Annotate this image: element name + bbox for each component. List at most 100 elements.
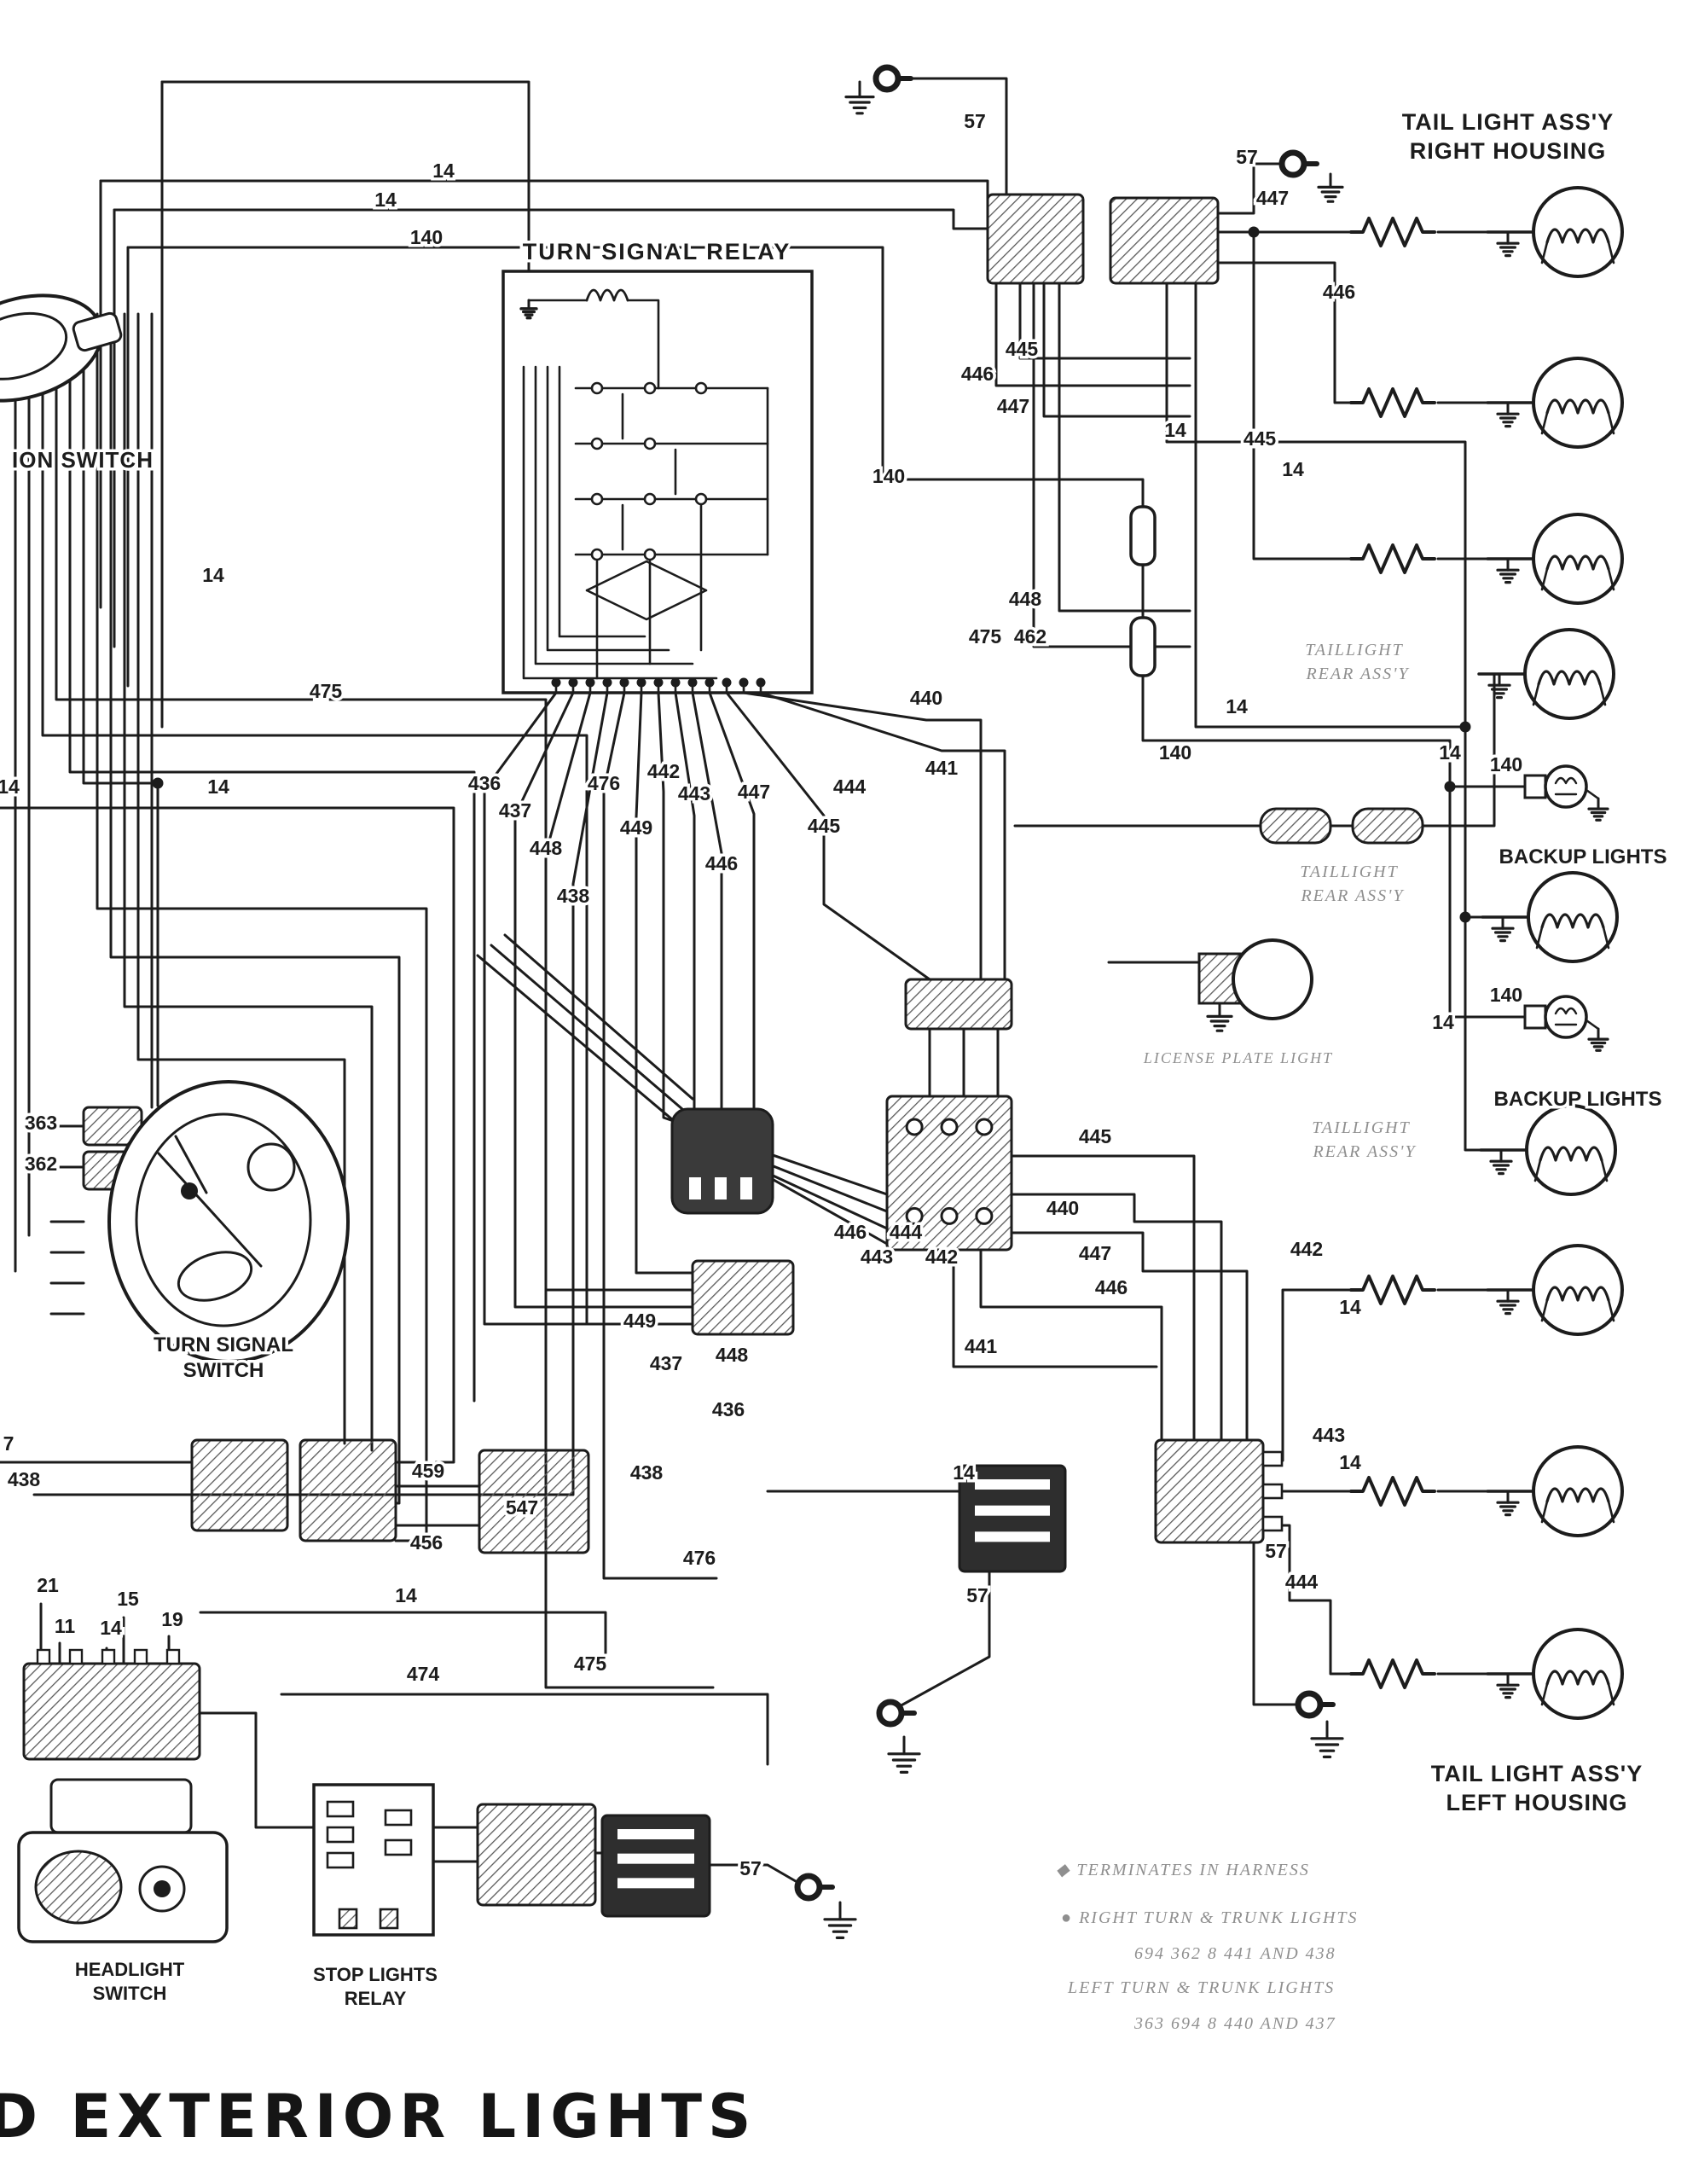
wire-label: 438 [8, 1468, 41, 1490]
wire [199, 1611, 607, 1655]
ring-terminal-icon [1278, 149, 1307, 178]
bulb-icon [1532, 1628, 1624, 1720]
wire-label: 14 [1282, 458, 1304, 480]
handwritten-note: LEFT TURN & TRUNK LIGHTS [1067, 1978, 1335, 1997]
wire [1252, 230, 1365, 561]
bulb-icon [1532, 1445, 1624, 1537]
bulb-filament [1607, 1298, 1615, 1322]
wire-label: 448 [530, 837, 563, 859]
bulb-icon [1523, 628, 1615, 720]
relay-contact [590, 492, 604, 506]
wire [708, 1863, 802, 1885]
wire-label: 547 [506, 1496, 538, 1519]
wire [1252, 1541, 1299, 1706]
wire-label: 57 [1265, 1540, 1287, 1562]
wire-label: 21 [37, 1574, 59, 1596]
wire-label: 14 [1164, 419, 1186, 441]
wire-label: 57 [966, 1584, 988, 1606]
bulb-filament [1607, 567, 1615, 591]
bulb-filament [1540, 1298, 1549, 1322]
connector-slot [975, 1531, 1050, 1542]
bulb-filament [1545, 1487, 1610, 1503]
wire [1194, 282, 1467, 729]
wire-label: 362 [25, 1153, 57, 1175]
bulb-filament [1545, 398, 1610, 415]
relay-tab [379, 1908, 399, 1930]
relay-contact [590, 548, 604, 561]
headlight-knob [154, 1880, 171, 1897]
relay-contact [590, 381, 604, 395]
wire-label: 475 [969, 625, 1002, 648]
connector-pin [1261, 1450, 1284, 1467]
component-label: TAIL LIGHT ASS'Y [1431, 1761, 1643, 1786]
wire-label: 446 [834, 1221, 867, 1243]
wire-label: 57 [964, 110, 986, 132]
bulb-icon [1532, 513, 1624, 605]
wire [99, 179, 989, 203]
connector-block [1351, 807, 1424, 845]
wire [602, 691, 718, 1580]
handwritten-note: TAILLIGHT [1312, 1118, 1410, 1137]
wire-label: 447 [738, 781, 770, 803]
wire-label: 445 [808, 815, 841, 837]
bulb-filament [1607, 1682, 1615, 1706]
wire [198, 1711, 316, 1829]
handwritten-note: REAR ASS'Y [1305, 665, 1409, 683]
connector-block [1154, 1438, 1265, 1544]
wire-label: 476 [588, 772, 620, 794]
wire [979, 1248, 1163, 1442]
bulb-filament [1540, 1500, 1549, 1524]
bulb-filament [1607, 241, 1615, 264]
wire-label: 436 [468, 772, 501, 794]
bulb-filament [1540, 567, 1549, 591]
connector-slot [975, 1505, 1050, 1516]
ts-detail [157, 1152, 263, 1268]
wire-label: 14 [374, 189, 397, 211]
wire-label: 7 [3, 1432, 14, 1455]
connector-block [986, 193, 1085, 285]
handwritten-note: 363 694 8 440 AND 437 [1133, 2014, 1336, 2033]
connector-block [476, 1803, 597, 1907]
wire-label: 447 [1256, 187, 1289, 209]
bulb-icon [1532, 357, 1624, 449]
component-label: SWITCH [183, 1359, 264, 1382]
plug-slot [740, 1177, 752, 1199]
wire [725, 691, 931, 981]
resistor-icon [1349, 217, 1436, 247]
bulb-filament [1598, 682, 1607, 706]
wire-label: 448 [716, 1344, 749, 1366]
headlight-switch-detail [34, 1850, 123, 1925]
bulb-filament [1540, 411, 1549, 435]
wire [1018, 282, 1191, 360]
junction-dot [152, 777, 164, 789]
diagram-title: D EXTERIOR LIGHTS [0, 2082, 757, 2152]
wire-label: 441 [965, 1335, 998, 1357]
wire-label: 14 [1439, 741, 1461, 764]
handwritten-note: LICENSE PLATE LIGHT [1143, 1049, 1333, 1066]
wire [1042, 282, 1191, 418]
connector-block [299, 1438, 397, 1542]
wire [113, 208, 989, 230]
headlight-pin [101, 1648, 116, 1665]
wire-label: 445 [1244, 427, 1277, 450]
wire-label: 443 [861, 1246, 893, 1268]
wire-label: 447 [1079, 1242, 1111, 1264]
relay-contact [694, 492, 708, 506]
bolt-icon [975, 1206, 994, 1225]
wire-label: 438 [557, 885, 590, 907]
wire [96, 312, 428, 1542]
wire-label: 474 [407, 1663, 440, 1685]
relay-tab [338, 1908, 358, 1930]
bulb-icon [1532, 186, 1624, 278]
wire-label: 446 [1095, 1276, 1128, 1298]
turn-signal-switch-inner [135, 1112, 312, 1327]
ring-terminal-icon [872, 64, 901, 93]
wire-label: 14 [1339, 1451, 1361, 1473]
handwritten-note: 694 362 8 441 AND 438 [1134, 1944, 1336, 1963]
connector-block [600, 1814, 711, 1918]
bulb-icon [1527, 871, 1619, 963]
wire [1464, 725, 1535, 1152]
bulb-icon [1532, 1244, 1624, 1336]
ignition-switch-tab [72, 311, 123, 352]
bolt-icon [905, 1206, 924, 1225]
